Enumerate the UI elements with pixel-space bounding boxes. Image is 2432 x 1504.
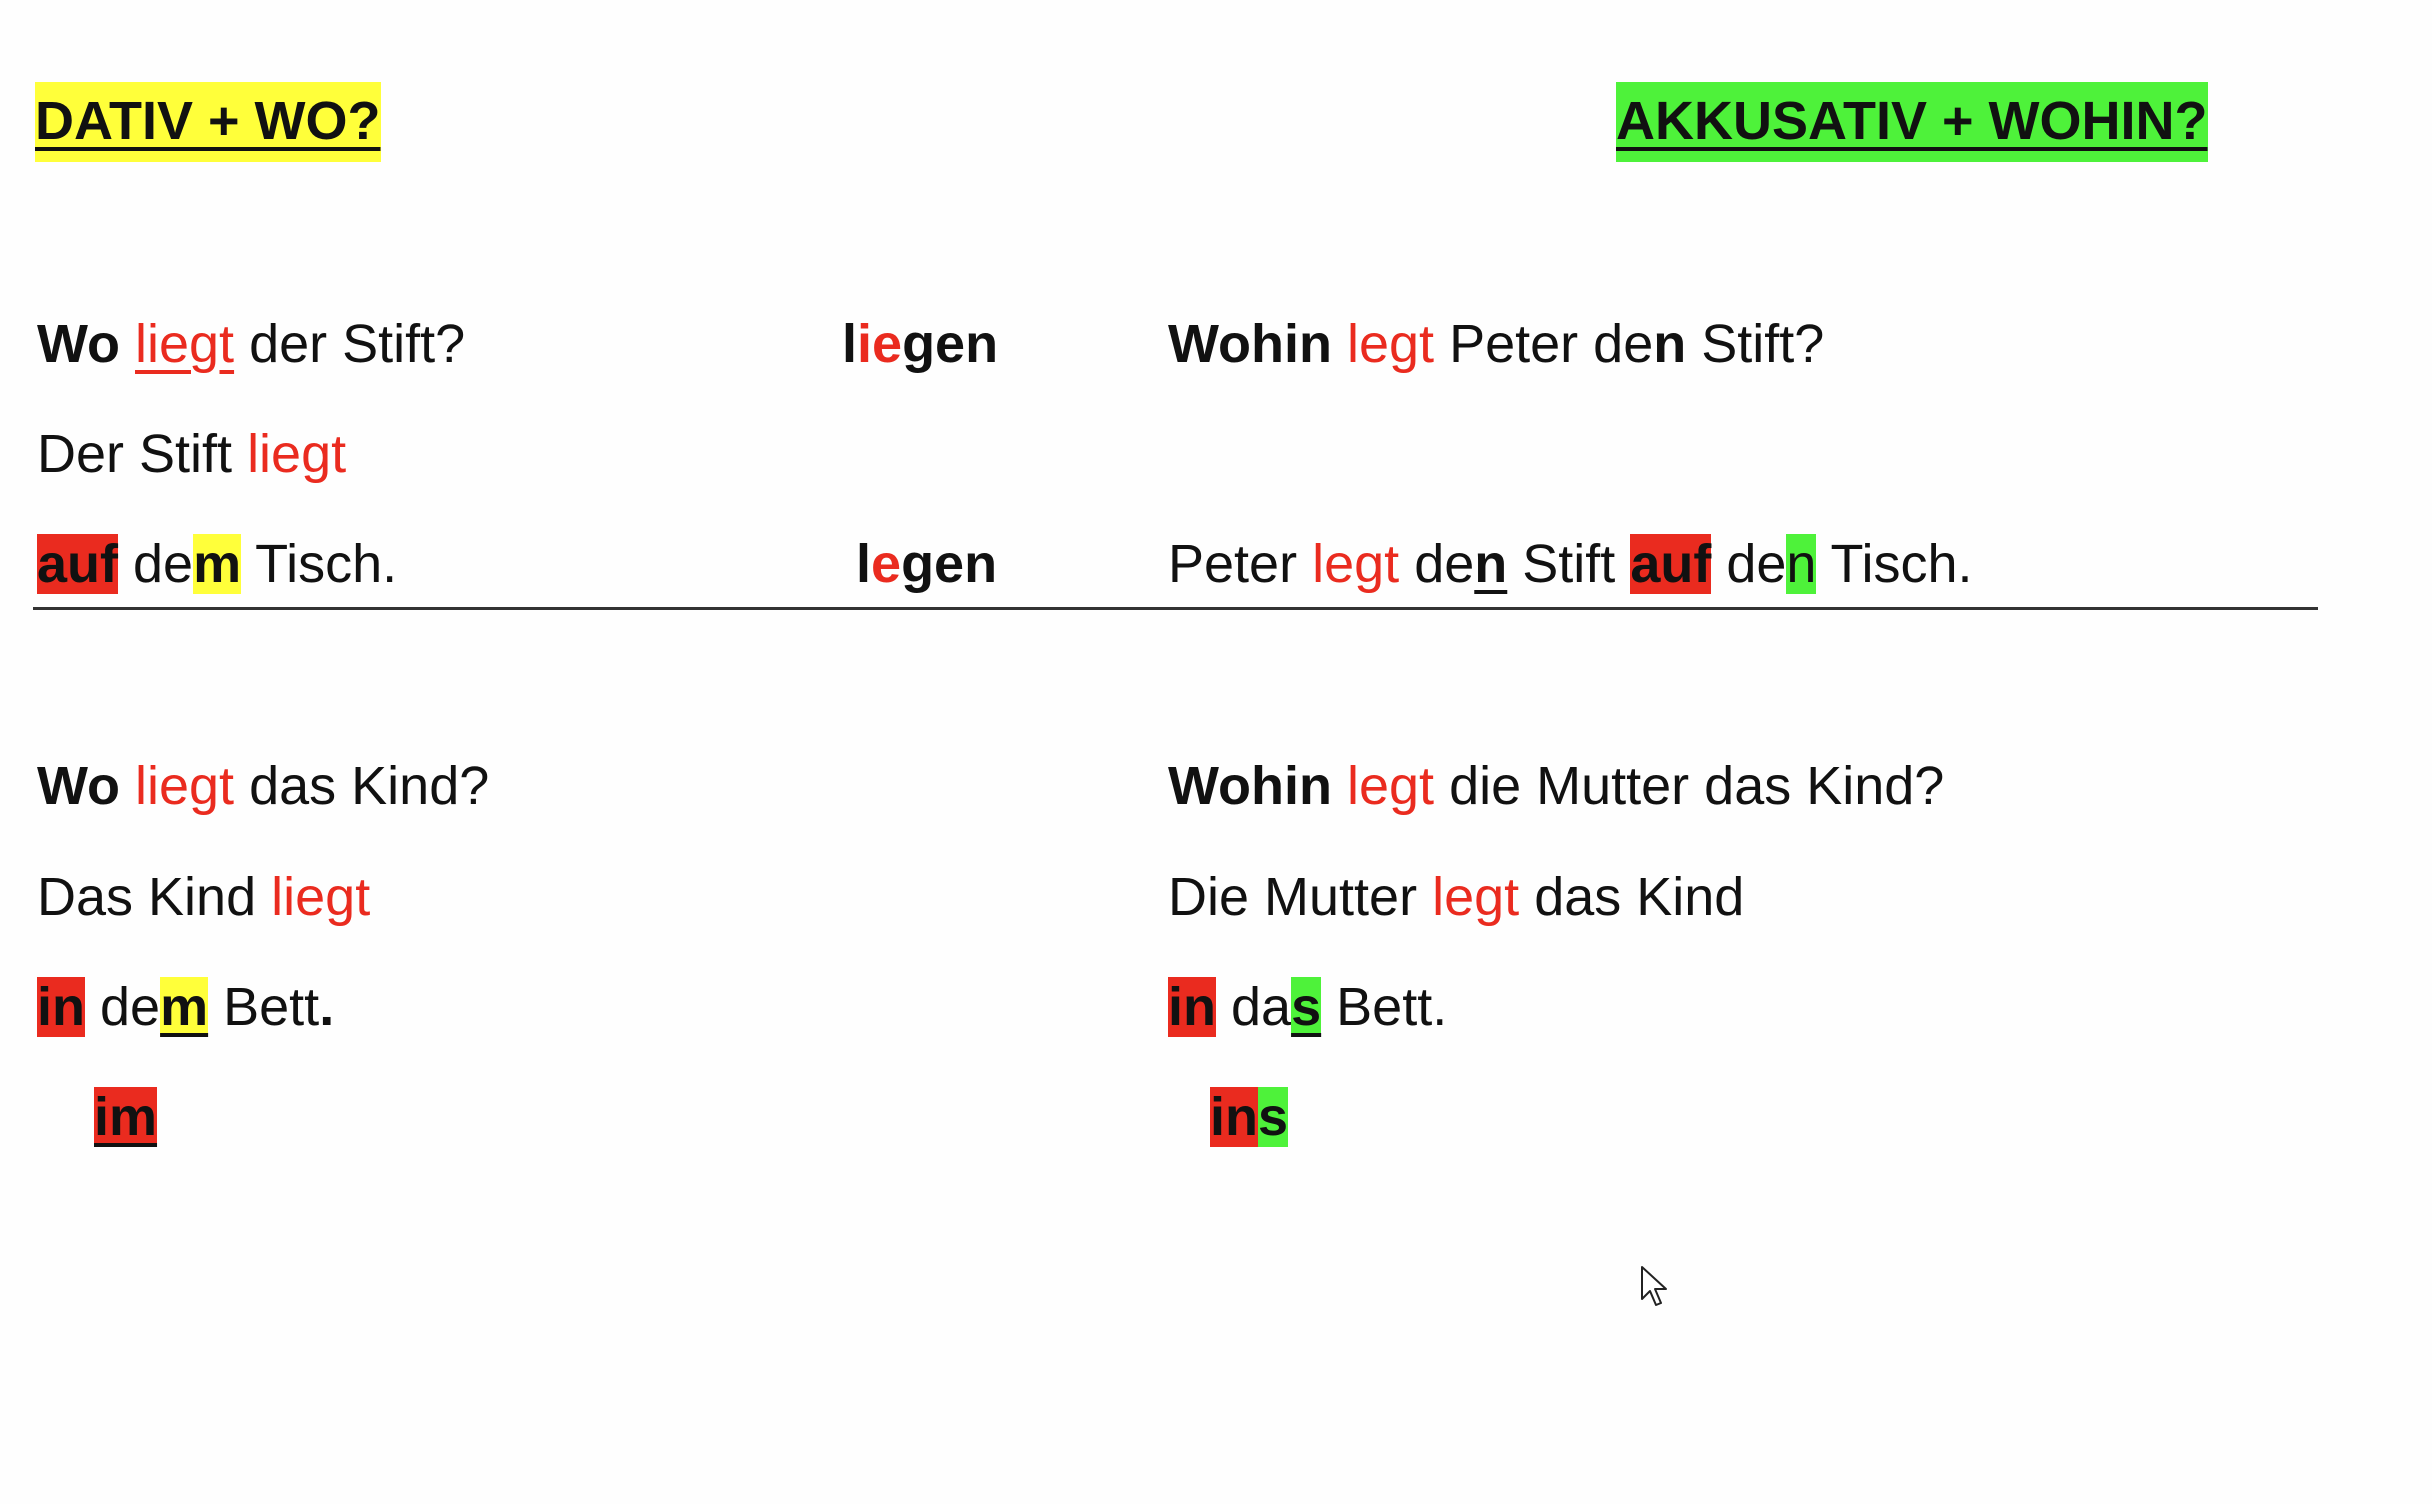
akkusativ-question-1: Wohin legt Peter den Stift? <box>1168 313 1824 375</box>
akkusativ-answer-1: Peter legt den Stift auf den Tisch. <box>1168 533 1973 595</box>
answer-text: Das Kind <box>37 867 257 927</box>
article-2: den <box>1726 534 1817 594</box>
article: den <box>1593 314 1686 374</box>
preposition: auf <box>37 534 118 594</box>
contraction-im: im <box>94 1087 158 1147</box>
verb-rest: gen <box>901 534 998 594</box>
verb: liegt <box>247 424 347 484</box>
article-stem: de <box>1414 534 1475 594</box>
divider-line <box>33 607 2318 610</box>
akkusativ-answer-2b: in das Bett. <box>1168 976 1447 1038</box>
article-ending: n <box>1474 534 1508 594</box>
article-ending: n <box>1653 314 1687 374</box>
dativ-answer-1b: auf dem Tisch. <box>37 533 397 595</box>
noun: Tisch. <box>255 534 398 594</box>
question-rest: Stift? <box>1701 314 1825 374</box>
article-ending: m <box>160 977 209 1037</box>
article-ending: s <box>1291 977 1322 1037</box>
verb-prefix: l <box>856 534 872 594</box>
verb: liegt <box>271 867 371 927</box>
verb-prefix: l <box>842 314 858 374</box>
dativ-answer-2b: in dem Bett. <box>37 976 334 1038</box>
verb-vowel: ie <box>857 314 903 374</box>
article-ending: m <box>193 534 242 594</box>
verb-rest: gen <box>902 314 999 374</box>
verb: legt <box>1346 314 1435 374</box>
contraction-ending: s <box>1258 1087 1289 1147</box>
subject: Peter <box>1168 534 1298 594</box>
preposition: in <box>1168 977 1216 1037</box>
verb: liegt <box>135 756 235 816</box>
dativ-contraction: im <box>94 1086 158 1148</box>
question-rest: das Kind? <box>249 756 490 816</box>
preposition: in <box>37 977 85 1037</box>
verb: legt <box>1312 534 1400 594</box>
verb-liegen: liegen <box>842 313 998 375</box>
answer-rest: das Kind <box>1534 867 1745 927</box>
contraction-stem: in <box>1210 1087 1258 1147</box>
noun: Tisch. <box>1830 534 1973 594</box>
verb-legen: legen <box>856 533 997 595</box>
akkusativ-answer-2a: Die Mutter legt das Kind <box>1168 866 1744 928</box>
mouse-pointer-icon <box>1640 1265 1670 1314</box>
question-rest: die Mutter das Kind? <box>1449 756 1945 816</box>
verb-vowel: e <box>871 534 902 594</box>
noun: Bett. <box>1336 977 1448 1037</box>
article: dem <box>133 534 242 594</box>
contraction-ins: ins <box>1210 1087 1289 1147</box>
akkusativ-contraction: ins <box>1210 1086 1289 1148</box>
question-rest: der Stift? <box>249 314 466 374</box>
preposition: auf <box>1630 534 1712 594</box>
dativ-question-1: Wo liegt der Stift? <box>37 313 465 375</box>
question-word: Wohin <box>1168 314 1332 374</box>
article-stem: de <box>100 977 161 1037</box>
question-word: Wo <box>37 756 120 816</box>
dativ-answer-2a: Das Kind liegt <box>37 866 370 928</box>
verb: legt <box>1346 756 1435 816</box>
answer-text: Die Mutter <box>1168 867 1418 927</box>
question-word: Wo <box>37 314 120 374</box>
verb: legt <box>1432 867 1520 927</box>
article-stem: de <box>1593 314 1654 374</box>
noun: Bett <box>223 977 320 1037</box>
dativ-question-2: Wo liegt das Kind? <box>37 755 489 817</box>
article: das <box>1231 977 1322 1037</box>
article-stem: de <box>133 534 194 594</box>
article-1: den <box>1414 534 1507 594</box>
dativ-answer-1a: Der Stift liegt <box>37 423 346 485</box>
article-stem: da <box>1231 977 1292 1037</box>
object: Stift <box>1522 534 1616 594</box>
dativ-heading: DATIV + WO? <box>35 82 381 162</box>
akkusativ-heading: AKKUSATIV + WOHIN? <box>1616 82 2208 162</box>
article-ending: n <box>1786 534 1817 594</box>
subject: Peter <box>1449 314 1579 374</box>
akkusativ-question-2: Wohin legt die Mutter das Kind? <box>1168 755 1944 817</box>
verb: liegt <box>135 314 235 374</box>
question-word: Wohin <box>1168 756 1332 816</box>
article: dem <box>100 977 209 1037</box>
answer-text: Der Stift <box>37 424 233 484</box>
period: . <box>319 977 335 1037</box>
article-stem: de <box>1726 534 1787 594</box>
